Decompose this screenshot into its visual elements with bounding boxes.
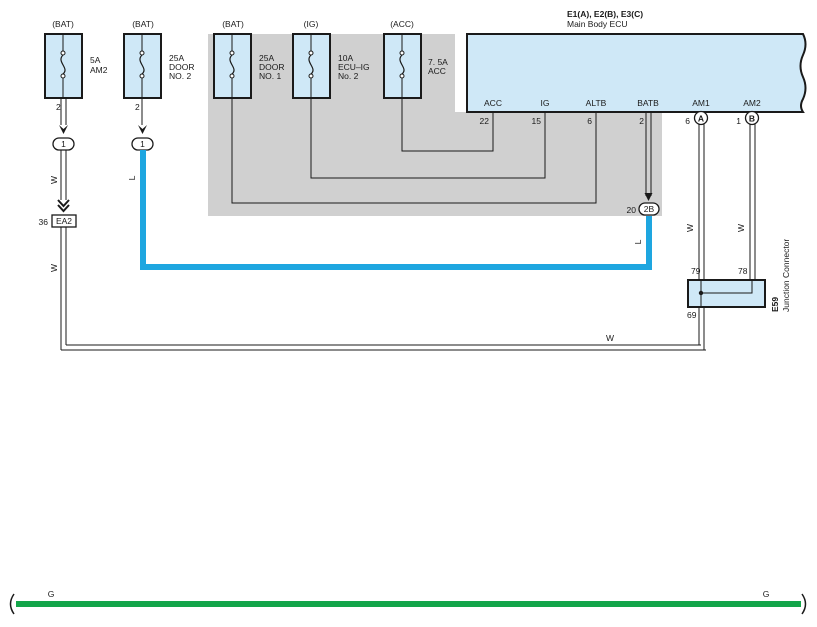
svg-text:1: 1: [140, 139, 145, 149]
fuse-am2-pin: 2: [56, 102, 61, 112]
wire-acc-to-acc: [401, 98, 494, 152]
wire-label-l-right: L: [633, 239, 643, 244]
fuse-am2-name: AM2: [90, 65, 108, 75]
terminal-acc-label: ACC: [484, 98, 502, 108]
fuse-acc-source: (ACC): [390, 19, 414, 29]
wire-blue-l: [140, 150, 652, 270]
fuse-door2-source: (BAT): [132, 19, 154, 29]
fuse-am2-source: (BAT): [52, 19, 74, 29]
fuse-door2-name: DOOR: [169, 62, 195, 72]
fuse-acc-rating: 7. 5A: [428, 57, 448, 67]
connector-2b: 2B 20: [627, 202, 660, 216]
connector-1-left: 1: [52, 137, 75, 151]
break-left: [9, 593, 15, 615]
arrow-c1-left: [59, 125, 68, 134]
arrow-c1-right: [138, 125, 147, 134]
pin-ig: 15: [532, 116, 542, 126]
double-arrow-ea2: [57, 199, 70, 213]
pin-altb: 6: [587, 116, 592, 126]
fuse-door2-rating: 25A: [169, 53, 184, 63]
arrow-2b: [644, 193, 653, 201]
pin-am2: 1: [736, 116, 741, 126]
wire-door1-to-altb: [231, 98, 597, 204]
fuse-acc: (ACC) 7. 5A ACC: [383, 19, 448, 99]
fuse-door1-rating: 25A: [259, 53, 274, 63]
fuse-acc-name: ACC: [428, 66, 446, 76]
junction-name: Junction Connector: [781, 239, 791, 312]
ecu-title: E1(A), E2(B), E3(C): [567, 9, 643, 19]
svg-text:1: 1: [61, 139, 66, 149]
fuse-door1-number: NO. 1: [259, 71, 281, 81]
terminal-am2-label: AM2: [743, 98, 761, 108]
junction-code: E59: [770, 297, 780, 312]
fuse-am2: (BAT) 5A AM2 2: [44, 19, 108, 112]
wire-label-w1: W: [49, 176, 59, 184]
ecu-box: [466, 33, 807, 113]
fuse-ecuig-number: No. 2: [338, 71, 359, 81]
terminal-altb-label: ALTB: [586, 98, 607, 108]
fuse-ecuig-rating: 10A: [338, 53, 353, 63]
pin-batb: 2: [639, 116, 644, 126]
svg-text:A: A: [698, 114, 704, 124]
connector-a-marker: A: [693, 110, 709, 126]
wire-label-g-right: G: [763, 589, 770, 599]
connector-b-marker: B: [744, 110, 760, 126]
junction-pin-69: 69: [687, 310, 697, 320]
wire-ecuig-to-ig: [310, 98, 546, 179]
svg-text:B: B: [749, 114, 755, 124]
fuse-ecuig-source: (IG): [304, 19, 319, 29]
fuse-door-no1: (BAT) 25A DOOR NO. 1: [213, 19, 285, 99]
ecu-name: Main Body ECU: [567, 19, 627, 29]
svg-text:20: 20: [627, 205, 637, 215]
terminal-ig-label: IG: [541, 98, 550, 108]
junction-connector-e59: 79 78 69 E59 Junction Connector: [687, 239, 791, 320]
wire-label-w-am2: W: [736, 224, 746, 232]
fuse-door2-pin: 2: [135, 102, 140, 112]
wire-label-w2: W: [49, 264, 59, 272]
wire-label-w-am1: W: [685, 224, 695, 232]
terminal-am1-label: AM1: [692, 98, 710, 108]
fuse-door-no2: (BAT) 25A DOOR NO. 2 2: [123, 19, 195, 112]
fuse-ecuig-name: ECU–IG: [338, 62, 370, 72]
junction-pin-78: 78: [738, 266, 748, 276]
connector-1-right: 1: [131, 137, 154, 151]
junction-pin-79: 79: [691, 266, 701, 276]
fuse-am2-rating: 5A: [90, 55, 101, 65]
fuse-door1-source: (BAT): [222, 19, 244, 29]
svg-text:36: 36: [39, 217, 49, 227]
svg-text:EA2: EA2: [56, 216, 72, 226]
break-right: [801, 593, 807, 615]
wire-label-l-left: L: [127, 175, 137, 180]
pin-am1: 6: [685, 116, 690, 126]
fuse-door2-number: NO. 2: [169, 71, 191, 81]
wire-label-w-bottom: W: [606, 333, 614, 343]
fuse-ecu-ig-no2: (IG) 10A ECU–IG No. 2: [292, 19, 370, 99]
wire-label-g-left: G: [48, 589, 55, 599]
fuse-door1-name: DOOR: [259, 62, 285, 72]
connector-ea2: EA2 36: [39, 214, 77, 228]
svg-text:2B: 2B: [644, 204, 655, 214]
pin-acc: 22: [480, 116, 490, 126]
terminal-batb-label: BATB: [637, 98, 659, 108]
